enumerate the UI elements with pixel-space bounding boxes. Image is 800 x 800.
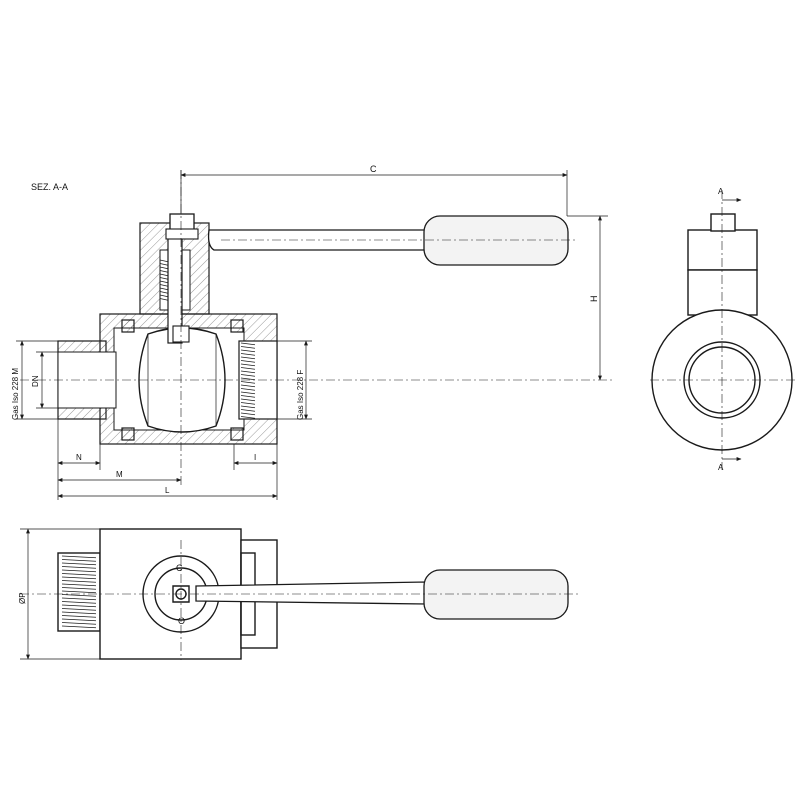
side-bonnet: [687, 229, 758, 271]
thread-line: [61, 583, 97, 587]
thread-line: [240, 349, 256, 353]
thread-line: [240, 409, 256, 412]
thread-line: [61, 618, 97, 622]
thread-line: [61, 590, 97, 594]
thread-line: [61, 601, 97, 604]
thread-line: [240, 370, 256, 374]
thread-line: [240, 381, 256, 384]
thread-line: [240, 356, 256, 360]
stem-thread: [159, 259, 169, 301]
thread-line: [159, 284, 169, 287]
thread-line: [240, 384, 256, 388]
right-thread: [240, 342, 256, 419]
side-stem-nut: [710, 213, 736, 232]
thread-line: [240, 360, 256, 363]
thread-line: [61, 611, 97, 615]
thread-line: [159, 259, 169, 263]
top-left-thread-lines: [61, 555, 97, 629]
thread-line: [240, 416, 256, 419]
mark-open: O: [178, 616, 185, 626]
dim-label-h: H: [589, 296, 599, 303]
seat-lower-right: [230, 427, 244, 441]
thread-line: [240, 398, 256, 402]
dim-label-thread-left: Gas Iso 228 M: [11, 368, 20, 420]
section-view: SEZ. A-A: [11, 164, 612, 500]
thread-line: [240, 353, 256, 356]
section-mark-top: A: [718, 187, 724, 196]
dim-label-i: I: [254, 453, 256, 462]
thread-line: [61, 569, 97, 573]
lever-arm: [207, 229, 427, 251]
stem-nut-lower: [165, 228, 199, 240]
dim-label-thread-right: Gas Iso 228 F: [296, 370, 305, 420]
thread-line: [61, 566, 97, 569]
thread-line: [61, 625, 97, 629]
thread-line: [159, 291, 169, 294]
thread-line: [61, 615, 97, 618]
thread-line: [61, 573, 97, 576]
thread-line: [240, 346, 256, 349]
seat-lower-left: [121, 427, 135, 441]
thread-line: [61, 576, 97, 580]
thread-line: [159, 266, 169, 270]
thread-line: [159, 280, 169, 284]
side-body-top: [687, 269, 758, 316]
seat-upper-left: [121, 319, 135, 333]
lever-grip: [423, 215, 569, 266]
thread-line: [159, 263, 169, 266]
thread-line: [61, 580, 97, 583]
thread-line: [240, 374, 256, 377]
thread-line: [61, 562, 97, 566]
thread-line: [61, 555, 97, 559]
stem-nut: [169, 213, 195, 231]
thread-line: [240, 342, 256, 346]
top-lever-grip: [423, 569, 569, 620]
dim-label-l: L: [165, 486, 170, 495]
thread-line: [240, 391, 256, 395]
thread-line: [240, 402, 256, 405]
thread-line: [61, 622, 97, 625]
section-title: SEZ. A-A: [31, 182, 68, 192]
thread-line: [240, 388, 256, 391]
side-view: A A: [650, 187, 795, 472]
thread-line: [159, 287, 169, 291]
thread-line: [159, 270, 169, 273]
thread-line: [159, 294, 169, 298]
dim-label-c: C: [370, 164, 377, 174]
thread-line: [240, 405, 256, 409]
thread-line: [240, 363, 256, 367]
thread-line: [240, 377, 256, 381]
thread-line: [159, 273, 169, 277]
dim-label-n: N: [76, 453, 82, 462]
dim-label-dn: DN: [31, 375, 40, 387]
thread-line: [61, 604, 97, 608]
mark-closed: C: [176, 563, 183, 573]
dim-label-p: ØP: [18, 592, 27, 604]
thread-line: [61, 597, 97, 601]
thread-line: [61, 559, 97, 562]
thread-line: [159, 298, 169, 301]
thread-line: [61, 587, 97, 590]
thread-line: [159, 277, 169, 280]
dim-label-m: M: [116, 470, 123, 479]
section-mark-bottom: A: [718, 463, 724, 472]
thread-line: [240, 367, 256, 370]
thread-line: [240, 412, 256, 416]
top-view: C O ØP: [18, 528, 580, 660]
thread-line: [240, 395, 256, 398]
thread-line: [61, 608, 97, 611]
top-lever-arm: [195, 581, 427, 605]
thread-line: [61, 594, 97, 597]
seat-upper-right: [230, 319, 244, 333]
